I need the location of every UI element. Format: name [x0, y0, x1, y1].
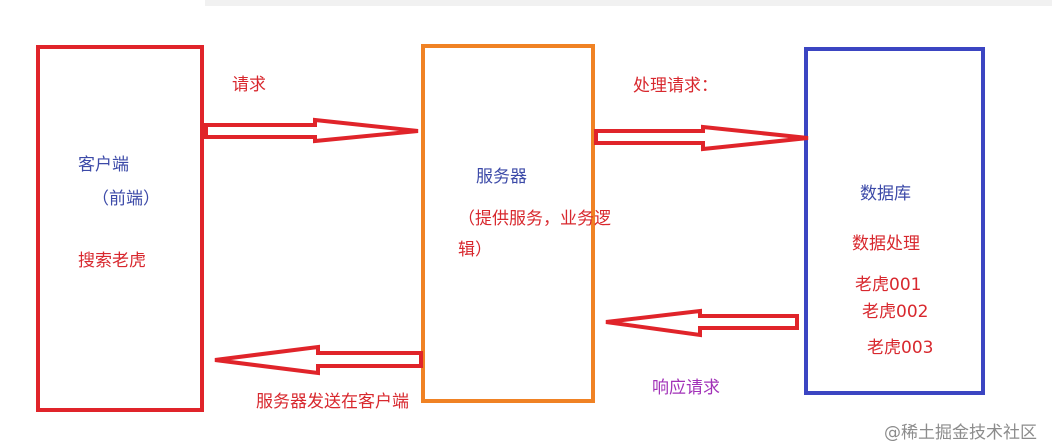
server-desc-line2: 辑） — [458, 240, 492, 260]
database-record: 老虎003 — [867, 338, 934, 358]
database-record: 老虎002 — [862, 302, 929, 322]
database-process: 数据处理 — [852, 234, 920, 254]
arrow-process-request-label: 处理请求： — [633, 76, 718, 96]
server-box — [421, 44, 595, 403]
database-title: 数据库 — [860, 184, 911, 204]
arrow-request — [204, 117, 419, 144]
client-subtitle: （前端） — [92, 189, 160, 209]
arrow-request-label: 请求 — [232, 75, 266, 95]
server-desc-line1: （提供服务，业务逻 — [458, 209, 611, 229]
server-title: 服务器 — [476, 167, 527, 187]
arrow-response — [605, 308, 799, 338]
client-box — [36, 45, 204, 412]
arrow-send-to-client-label: 服务器发送在客户端 — [256, 392, 409, 412]
client-title: 客户端 — [78, 155, 129, 175]
arrow-send-to-client — [214, 344, 423, 376]
database-box — [804, 47, 985, 395]
arrow-response-label: 响应请求 — [652, 378, 720, 398]
top-bar — [205, 0, 1052, 6]
database-record: 老虎001 — [855, 275, 922, 295]
watermark: @稀土掘金技术社区 — [884, 423, 1037, 443]
client-action: 搜索老虎 — [78, 251, 146, 271]
arrow-process-request — [594, 124, 809, 152]
